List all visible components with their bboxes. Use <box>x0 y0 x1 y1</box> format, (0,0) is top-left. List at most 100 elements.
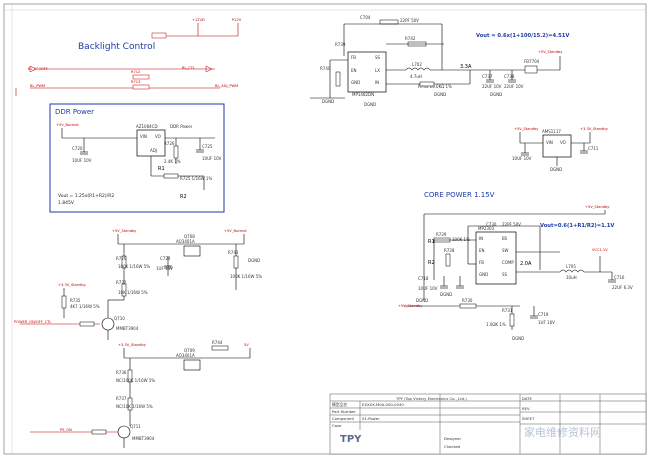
net-bl-on-off: BL_ON/OFF <box>28 67 48 71</box>
svg-text:SS: SS <box>502 272 508 277</box>
svg-text:COMP: COMP <box>502 260 514 265</box>
mosfet-bot-label: AO3401A <box>176 353 195 358</box>
svg-text:100K 1/16W 5%: 100K 1/16W 5% <box>118 264 150 269</box>
svg-text:C718: C718 <box>418 276 429 281</box>
svg-text:FB: FB <box>479 260 484 265</box>
svg-text:22PF 50V: 22PF 50V <box>502 222 521 227</box>
ddr-formula-line2: 1.845V <box>58 200 75 206</box>
tr-bot-label: MMBT3904 <box>132 436 155 441</box>
svg-text:Q710: Q710 <box>114 316 125 321</box>
svg-text:Q711: Q711 <box>130 424 141 429</box>
svg-text:BL_PWM: BL_PWM <box>30 84 45 88</box>
ic-ddr-label: AZ1084CD <box>136 124 158 129</box>
net-p33v-standby-ldo: +3.3V_Standby <box>580 127 609 131</box>
formula-top: Vout = 0.6x(1+100/15.2)=4.51V <box>476 33 569 39</box>
svg-text:4K7 1/16W 5%: 4K7 1/16W 5% <box>70 304 100 309</box>
net-p5v-standby-core: +5V_Standby <box>585 205 610 209</box>
ddr-power-box <box>49 103 225 213</box>
net-p5v-standby-en: +5V_Standby <box>398 304 423 308</box>
svg-text:NC/10K 1/16W 5%: NC/10K 1/16W 5% <box>116 404 153 409</box>
svg-text:R735: R735 <box>70 298 81 303</box>
svg-text:FB: FB <box>351 55 356 60</box>
svg-text:R737: R737 <box>116 396 127 401</box>
svg-text:REV: REV <box>522 406 530 411</box>
net-p33v-standby-sw: +3.3V_Standby <box>118 343 147 347</box>
svg-text:R712: R712 <box>131 70 140 74</box>
svg-text:L705: L705 <box>566 264 576 269</box>
sheet-name: 01-Power <box>362 416 380 421</box>
ic-core-label: MP2303 <box>478 226 494 231</box>
backlight-nets: +12VD P12V BL_ON/OFF BL_CTL BL_PWM BL_AD… <box>15 18 242 96</box>
sheet-border <box>3 3 647 455</box>
current-33a: 3.3A <box>460 64 472 70</box>
svg-text:FB7704: FB7704 <box>524 59 540 64</box>
ic-ldo <box>542 134 572 158</box>
svg-text:C738: C738 <box>504 74 515 79</box>
svg-text:C724: C724 <box>160 256 171 261</box>
svg-text:VIN: VIN <box>546 140 553 145</box>
svg-text:SW: SW <box>502 248 509 253</box>
svg-text:R731: R731 <box>502 308 513 313</box>
svg-text:R740: R740 <box>320 66 331 71</box>
ind-core-label: 10uH <box>566 275 577 280</box>
svg-text:100K 1/16W 5%: 100K 1/16W 5% <box>230 274 262 279</box>
svg-text:22PF 50V: 22PF 50V <box>400 18 419 23</box>
current-2a: 2.0A <box>520 261 532 267</box>
net-p5v-standby-sw: +5V_Standby <box>112 229 137 233</box>
svg-text:VO: VO <box>560 140 566 145</box>
svg-text:R728: R728 <box>444 248 455 253</box>
svg-text:DGND: DGND <box>550 167 562 172</box>
ic-buck-label: MP1482DN <box>352 92 374 97</box>
svg-text:BL_CTL: BL_CTL <box>182 66 195 70</box>
svg-text:LX: LX <box>375 68 380 73</box>
formula-core: Vout=0.6(1+R1/R2)=1.1V <box>540 223 614 229</box>
net-p5v-normal-sw: +5V_Normal <box>224 229 247 233</box>
svg-text:PS_ON: PS_ON <box>60 428 72 432</box>
net-p5v-standby-ldo: +5V_Standby <box>514 127 539 131</box>
mosfet-top-label: AO3401A <box>176 239 195 244</box>
company-name: TPY (Top Victory Electronics Co., Ltd.) <box>395 396 467 401</box>
ddr-r2: R2 <box>180 194 187 200</box>
svg-text:DGND: DGND <box>512 336 524 341</box>
svg-text:VO: VO <box>155 134 161 139</box>
svg-text:22UF 6.3V: 22UF 6.3V <box>612 285 633 290</box>
mosfet-bot <box>183 359 201 371</box>
svg-text:R730: R730 <box>462 298 473 303</box>
svg-text:DGND: DGND <box>440 292 452 297</box>
svg-text:22UF 10V: 22UF 10V <box>482 84 502 89</box>
svg-text:R713: R713 <box>131 80 140 84</box>
svg-text:R729: R729 <box>436 232 447 237</box>
ic-buck <box>347 51 387 93</box>
svg-text:BS: BS <box>502 236 508 241</box>
svg-text:EN: EN <box>479 248 485 253</box>
net-p12v-top: +12VD <box>192 18 205 22</box>
svg-text:10UF 10V: 10UF 10V <box>512 156 532 161</box>
svg-text:SHEET: SHEET <box>522 416 535 421</box>
svg-text:C704: C704 <box>360 15 371 20</box>
net-power-on-off: POWER_ON/OFF_CTL <box>14 320 51 324</box>
ddr-title: DDR Power <box>55 108 94 116</box>
svg-text:Case: Case <box>332 423 342 428</box>
svg-text:R739: R739 <box>335 42 346 47</box>
svg-text:C711: C711 <box>588 146 599 151</box>
transistor-top <box>101 317 115 331</box>
power-switch-upper: +5V_Standby +5V_Normal AO3401A Q708 R720… <box>112 229 262 300</box>
svg-text:Part Number: Part Number <box>332 409 356 414</box>
svg-text:2.4K 1%: 2.4K 1% <box>164 159 181 164</box>
svg-text:SS: SS <box>375 55 381 60</box>
svg-text:R726: R726 <box>164 141 175 146</box>
svg-text:R720: R720 <box>116 256 127 261</box>
svg-text:Component: Component <box>332 416 355 421</box>
net-p5v-standby-top: +5V_Standby <box>538 50 563 54</box>
inductor-core <box>559 269 585 273</box>
svg-text:1UF 16V: 1UF 16V <box>156 266 173 271</box>
svg-text:1UF 16V: 1UF 16V <box>538 320 555 325</box>
part-number: EXXXX-M0A-000-0040 <box>362 402 404 407</box>
net-p5v-normal-ddr: +5V_Normal <box>56 123 79 127</box>
svg-text:Q708: Q708 <box>184 234 195 239</box>
transistor-bot <box>117 425 131 439</box>
